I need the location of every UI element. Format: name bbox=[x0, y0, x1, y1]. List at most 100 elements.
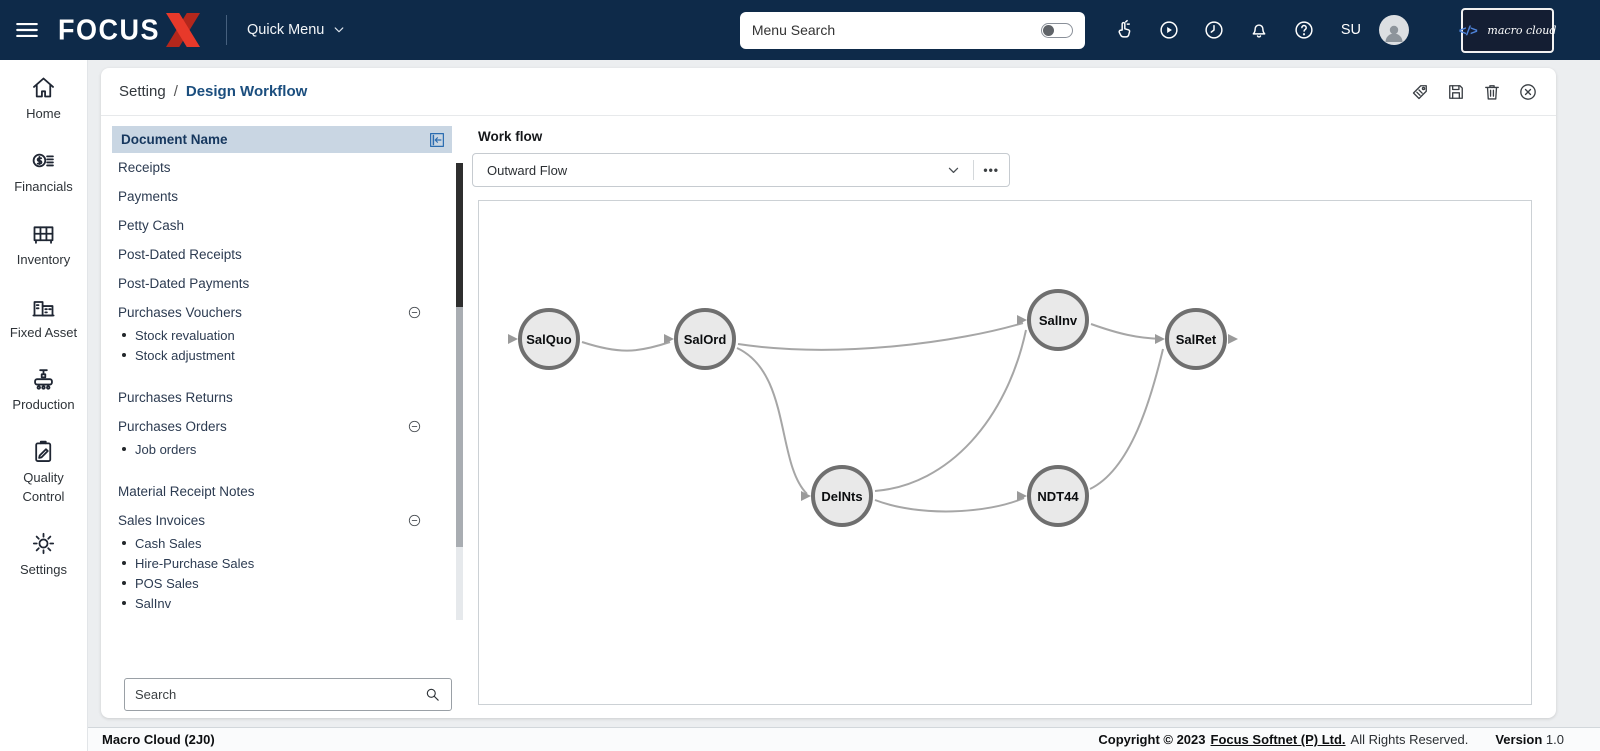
more-options-button[interactable]: ••• bbox=[983, 163, 999, 177]
document-panel-title: Document Name bbox=[121, 132, 228, 147]
document-list-scrollbar[interactable] bbox=[456, 163, 463, 620]
sidebar-item-production[interactable]: Production bbox=[2, 365, 86, 415]
input-port-icon bbox=[801, 491, 811, 501]
workflow-node-SalInv[interactable]: SalInv bbox=[1027, 289, 1089, 351]
chevron-down-icon[interactable] bbox=[946, 163, 961, 178]
workflow-selected-value: Outward Flow bbox=[487, 162, 568, 178]
search-icon[interactable] bbox=[424, 686, 441, 703]
brand-logo[interactable]: FOCUS bbox=[58, 13, 202, 47]
node-label: NDT44 bbox=[1037, 488, 1079, 504]
tag-icon[interactable] bbox=[1410, 82, 1430, 102]
document-item-purchases-vouchers[interactable]: Purchases Vouchers bbox=[112, 298, 452, 327]
minus-circle-icon[interactable] bbox=[407, 419, 422, 434]
edge-SalQuo-SalOrd bbox=[581, 341, 671, 352]
document-subitem-salinv[interactable]: SalInv bbox=[112, 591, 452, 615]
document-item-label: Payments bbox=[118, 189, 179, 204]
version-text: Version 1.0 bbox=[1495, 732, 1564, 747]
document-item-purchases-orders[interactable]: Purchases Orders bbox=[112, 412, 452, 441]
bullet-icon bbox=[122, 561, 126, 565]
menu-search-toggle[interactable] bbox=[1040, 22, 1073, 38]
quality-control-icon bbox=[30, 438, 57, 465]
sidebar-item-fixed-asset[interactable]: Fixed Asset bbox=[2, 293, 86, 343]
company-link[interactable]: Focus Softnet (P) Ltd. bbox=[1210, 732, 1346, 747]
edge-SalOrd-SalInv bbox=[737, 322, 1024, 351]
status-bar: Macro Cloud (2J0) Copyright © 2023 Focus… bbox=[88, 727, 1600, 751]
document-subitem-hire-purchase-sales[interactable]: Hire-Purchase Sales bbox=[112, 551, 452, 575]
document-item-material-receipt-notes[interactable]: Material Receipt Notes bbox=[112, 477, 452, 506]
document-subitem-label: POS Sales bbox=[135, 575, 199, 591]
document-item-post-dated-payments[interactable]: Post-Dated Payments bbox=[112, 269, 452, 298]
input-port-icon bbox=[1155, 334, 1165, 344]
document-subitem-stock-adjustment[interactable]: Stock adjustment bbox=[112, 343, 452, 367]
delete-icon[interactable] bbox=[1482, 82, 1502, 102]
production-icon bbox=[30, 365, 57, 392]
user-avatar[interactable] bbox=[1379, 15, 1409, 45]
minus-circle-icon[interactable] bbox=[407, 513, 422, 528]
breadcrumb: Setting / Design Workflow bbox=[119, 83, 307, 100]
top-navbar: FOCUS Quick Menu SU </> macro bbox=[0, 0, 1600, 60]
chevron-down-icon bbox=[332, 23, 346, 37]
workflow-node-DelNts[interactable]: DelNts bbox=[811, 465, 873, 527]
sidebar-item-settings[interactable]: Settings bbox=[2, 530, 86, 580]
sidebar-item-inventory[interactable]: Inventory bbox=[2, 220, 86, 270]
edge-NDT44-SalRet bbox=[1089, 348, 1164, 490]
macro-cloud-badge: </> macro cloud bbox=[1459, 7, 1556, 53]
card-toolbar bbox=[1410, 82, 1538, 102]
document-item-purchases-returns[interactable]: Purchases Returns bbox=[112, 383, 452, 412]
document-subitem-label: Stock revaluation bbox=[135, 327, 235, 343]
workflow-node-SalOrd[interactable]: SalOrd bbox=[674, 308, 736, 370]
sidebar-item-home[interactable]: Home bbox=[2, 74, 86, 124]
document-subitem-stock-revaluation[interactable]: Stock revaluation bbox=[112, 323, 452, 347]
workflow-node-NDT44[interactable]: NDT44 bbox=[1027, 465, 1089, 527]
output-port-icon bbox=[1228, 334, 1238, 344]
close-icon[interactable] bbox=[1518, 82, 1538, 102]
document-subitem-pos-sales[interactable]: POS Sales bbox=[112, 571, 452, 595]
document-subitem-cash-sales[interactable]: Cash Sales bbox=[112, 531, 452, 555]
document-item-post-dated-receipts[interactable]: Post-Dated Receipts bbox=[112, 240, 452, 269]
workflow-node-SalRet[interactable]: SalRet bbox=[1165, 308, 1227, 370]
play-icon[interactable] bbox=[1158, 19, 1180, 41]
help-icon[interactable] bbox=[1293, 19, 1315, 41]
hand-pointer-icon[interactable] bbox=[1113, 19, 1135, 41]
navbar-divider bbox=[226, 15, 227, 45]
document-item-label: Post-Dated Payments bbox=[118, 276, 250, 291]
document-item-receipts[interactable]: Receipts bbox=[112, 153, 452, 182]
minus-circle-icon[interactable] bbox=[407, 305, 422, 320]
collapse-left-icon[interactable] bbox=[428, 131, 446, 149]
workflow-select[interactable]: Outward Flow ••• bbox=[472, 153, 1010, 187]
history-icon[interactable] bbox=[1203, 19, 1225, 41]
hamburger-menu-icon[interactable] bbox=[14, 17, 40, 43]
bullet-icon bbox=[122, 581, 126, 585]
notifications-icon[interactable] bbox=[1248, 19, 1270, 41]
node-label: SalRet bbox=[1175, 331, 1217, 347]
document-subitem-job-orders[interactable]: Job orders bbox=[112, 437, 452, 461]
document-item-label: Post-Dated Receipts bbox=[118, 247, 242, 262]
workflow-node-SalQuo[interactable]: SalQuo bbox=[518, 308, 580, 370]
scrollbar-thumb[interactable] bbox=[456, 163, 463, 307]
document-item-label: Material Receipt Notes bbox=[118, 484, 255, 499]
breadcrumb-separator: / bbox=[173, 83, 178, 100]
quick-menu-button[interactable]: Quick Menu bbox=[247, 22, 346, 38]
save-icon[interactable] bbox=[1446, 82, 1466, 102]
app-name: Macro Cloud (2J0) bbox=[102, 732, 215, 747]
menu-search-box bbox=[739, 11, 1085, 49]
node-label: SalOrd bbox=[683, 331, 727, 347]
sidebar-item-financials[interactable]: Financials bbox=[2, 147, 86, 197]
document-item-petty-cash[interactable]: Petty Cash bbox=[112, 211, 452, 240]
document-item-payments[interactable]: Payments bbox=[112, 182, 452, 211]
brand-x-icon bbox=[164, 13, 202, 47]
sidebar-item-label: Home bbox=[26, 106, 61, 121]
document-item-label: Sales Invoices bbox=[118, 513, 206, 528]
edge-DelNts-SalInv bbox=[874, 329, 1027, 492]
fixed-asset-icon bbox=[30, 293, 57, 320]
breadcrumb-parent[interactable]: Setting bbox=[119, 83, 166, 100]
document-item-sales-invoices[interactable]: Sales Invoices bbox=[112, 506, 452, 535]
user-menu-chevron-icon[interactable] bbox=[1419, 23, 1433, 37]
sidebar-item-quality-control[interactable]: Quality Control bbox=[2, 438, 86, 507]
content-card: Setting / Design Workflow Document Name … bbox=[101, 68, 1556, 718]
document-search-input[interactable] bbox=[135, 687, 416, 702]
menu-search-input[interactable] bbox=[751, 22, 1033, 38]
edge-SalOrd-DelNts bbox=[736, 347, 808, 495]
